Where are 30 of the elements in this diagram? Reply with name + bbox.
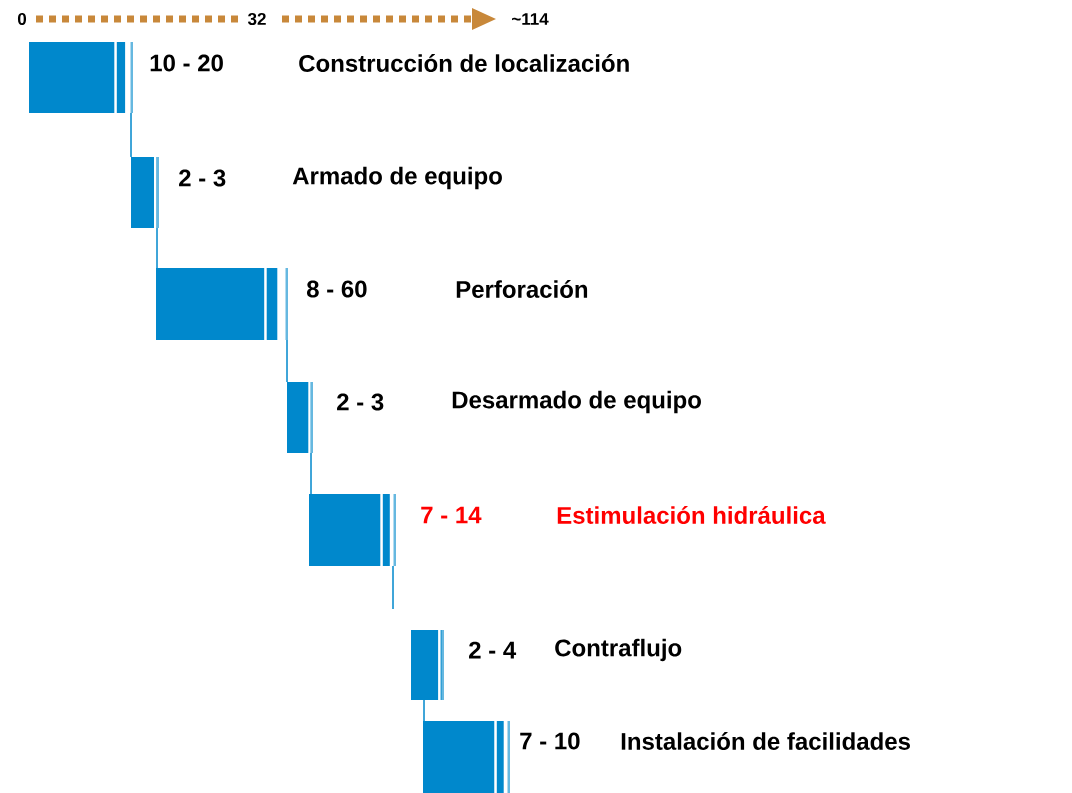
task-label: Construcción de localización: [299, 54, 629, 72]
connector-line: [392, 565, 394, 610]
bar: [131, 157, 159, 228]
task-label: Instalación de facilidades: [621, 732, 910, 750]
task-label: Contraflujo: [555, 638, 682, 662]
duration-label: 2 - 3: [179, 169, 226, 187]
duration-label: 2 - 3: [337, 393, 384, 411]
connector-line: [286, 339, 288, 383]
duration-label: 7 - 10: [520, 732, 580, 750]
connector-line: [310, 452, 312, 495]
connector-line: [156, 227, 158, 269]
duration-label: 7 - 14: [421, 506, 482, 524]
bar: [156, 268, 288, 340]
task-label: Desarmado de equipo: [452, 390, 701, 414]
duration-label: 10 - 20: [150, 54, 223, 72]
task-label: Armado de equipo: [292, 166, 502, 190]
duration-label: 8 - 60: [307, 280, 367, 298]
bar: [423, 721, 510, 793]
bar: [29, 42, 133, 113]
task-label: Estimulación hidráulica: [557, 506, 826, 524]
bar: [309, 494, 396, 566]
axis-label: 32: [247, 12, 266, 26]
duration-label: 2 - 4: [469, 641, 517, 659]
connector-line: [130, 112, 132, 158]
bar: [287, 382, 313, 453]
bar: [411, 630, 444, 700]
axis-label: 0: [17, 13, 27, 26]
axis-label: ~114: [512, 13, 549, 25]
connector-line: [423, 699, 425, 722]
task-label: Perforación: [456, 280, 588, 298]
